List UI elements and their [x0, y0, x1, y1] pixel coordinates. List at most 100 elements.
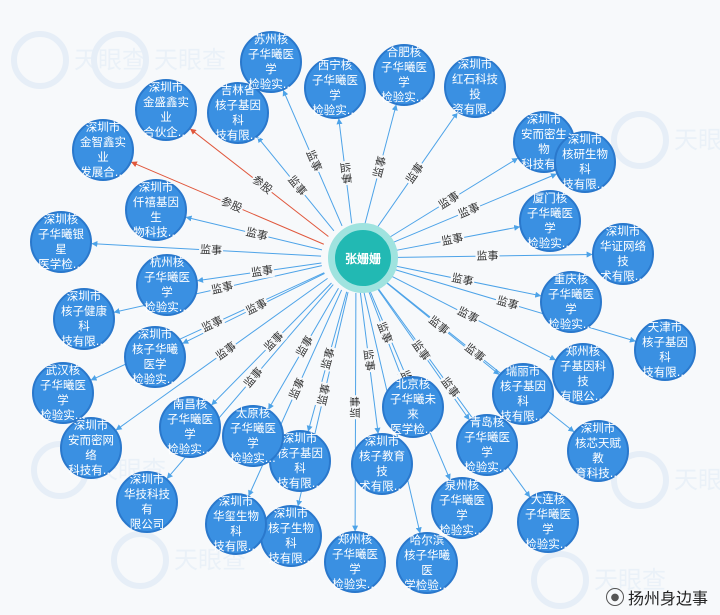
- company-node[interactable]: 深圳市 核子生物科 技有限...: [260, 505, 322, 567]
- edge-label-text: 监事: [440, 231, 464, 248]
- company-node[interactable]: 南昌核 子华曦医学 检验实...: [159, 396, 221, 458]
- edge-label: 监事: [285, 374, 309, 403]
- company-name: 深圳市 核子生物科 技有限...: [268, 506, 314, 565]
- company-name: 武汉核 子华曦医学 检验实...: [40, 363, 86, 422]
- edge-label: 监事: [212, 338, 240, 364]
- company-name: 深圳市 华玺生物科 技有限...: [213, 494, 259, 553]
- company-name: 北京核 子华曦未来 医学检...: [390, 377, 436, 436]
- company-node[interactable]: 深圳市 华技科技有 限公司: [116, 471, 178, 533]
- company-node[interactable]: 深圳核 子华曦银星 医学检...: [30, 211, 92, 273]
- edge-label: 监事: [348, 395, 363, 420]
- edge-label: 监事: [461, 339, 489, 366]
- wechat-icon: ●: [605, 588, 624, 606]
- company-name: 苏州核 子华曦医学 检验实...: [248, 32, 294, 91]
- company-node[interactable]: 大连核 子华曦医学 检验实...: [517, 491, 579, 553]
- edge-label-text: 监事: [250, 263, 274, 279]
- edge-label-text: 监事: [338, 161, 354, 184]
- company-name: 深圳市 核子华曦医学 检验实...: [132, 327, 178, 386]
- company-node[interactable]: 深圳市 安而密生物 科技有...: [513, 111, 575, 173]
- company-node[interactable]: 深圳市 核子华曦医学 检验实...: [124, 326, 186, 388]
- company-node[interactable]: 深圳市 华证网络技 术有限...: [592, 223, 654, 285]
- company-node[interactable]: 吉林省 核子基因科 技有限...: [207, 82, 269, 144]
- edge-label-text: 监事: [319, 346, 337, 371]
- edge-label: 监事: [402, 159, 428, 188]
- company-name: 深圳市 金盛鑫实业 合伙企...: [143, 80, 189, 139]
- edge-label-text: 监事: [315, 382, 333, 406]
- edge-label: 参股: [248, 172, 276, 198]
- company-node[interactable]: 哈尔滨 核子华曦医 学检验...: [396, 532, 458, 594]
- company-name: 大连核 子华曦医学 检验实...: [525, 492, 571, 551]
- edge-label: 监事: [284, 172, 311, 200]
- company-node[interactable]: 深圳市 核子教育技 术有限...: [351, 433, 413, 495]
- company-name: 杭州核 子华曦医学 检验实...: [144, 255, 190, 314]
- edge-label: 监事: [337, 160, 354, 186]
- company-node[interactable]: 重庆核 子华曦医学 检验实...: [540, 271, 602, 333]
- company-node[interactable]: 西宁核 子华曦医学 检验实...: [304, 57, 366, 119]
- edge-label: 监事: [318, 345, 339, 373]
- edge-label: 监事: [360, 347, 378, 373]
- edge-label: 监事: [408, 336, 434, 365]
- company-name: 深圳市 核子教育技 术有限...: [359, 434, 405, 493]
- edge-label-text: 监事: [200, 243, 223, 257]
- company-name: 太原核 子华曦医学 检验实...: [230, 406, 276, 465]
- company-node[interactable]: 深圳市 核芯天赋教 育科技...: [567, 420, 629, 482]
- company-name: 深圳市 红石科技投 资有限...: [452, 57, 498, 116]
- company-name: 合肥核 子华曦医学 检验实...: [381, 45, 427, 104]
- company-node[interactable]: 深圳市 仟禧基因生 物科技...: [125, 179, 187, 241]
- company-name: 深圳市 华证网络技 术有限...: [600, 224, 646, 283]
- company-name: 深圳市 华技科技有 限公司: [124, 472, 170, 531]
- company-node[interactable]: 杭州核 子华曦医学 检验实...: [136, 254, 198, 316]
- company-node[interactable]: 泉州核 子华曦医学 检验实...: [431, 477, 493, 539]
- company-node[interactable]: 郑州核 子华曦医学 检验实...: [324, 531, 386, 593]
- company-name: 深圳市 安而密网络 科技有...: [68, 418, 114, 477]
- company-node[interactable]: 深圳市 金智鑫实业 发展合...: [72, 119, 134, 181]
- edge-label: 监事: [208, 278, 236, 298]
- company-name: 厦门核 子华曦医学 检验实...: [527, 191, 573, 250]
- company-node[interactable]: 苏州核 子华曦医学 检验实...: [240, 31, 302, 93]
- company-name: 深圳市 核子健康科 技有限...: [61, 289, 107, 348]
- company-name: 重庆核 子华曦医学 检验实...: [548, 272, 594, 331]
- company-node[interactable]: 深圳市 核子健康科 技有限...: [53, 288, 115, 350]
- center-person-node[interactable]: 张姗姗: [328, 223, 398, 293]
- company-node[interactable]: 深圳市 金盛鑫实业 合伙企...: [135, 79, 197, 141]
- company-name: 郑州核 子基因科技 有限公...: [560, 344, 606, 403]
- edge-label: 监事: [494, 292, 522, 314]
- edge-label-text: 监事: [476, 249, 498, 262]
- edge-label-text: 参股: [250, 172, 276, 197]
- company-name: 瑞丽市 核子基因科 技有限...: [500, 364, 546, 423]
- company-name: 青岛核 子华曦医学 检验实...: [464, 415, 510, 474]
- edge-label-text: 监事: [349, 396, 362, 418]
- company-name: 西宁核 子华曦医学 检验实...: [312, 58, 358, 117]
- edge-label: 监事: [243, 224, 271, 244]
- company-node[interactable]: 郑州核 子基因科技 有限公...: [552, 343, 614, 405]
- company-name: 深圳市 核芯天赋教 育科技...: [575, 421, 621, 480]
- company-node[interactable]: 深圳市 华玺生物科 技有限...: [205, 493, 267, 555]
- company-name: 深圳市 核研生物科 技有限...: [562, 132, 608, 191]
- edge-label: 监事: [314, 381, 334, 408]
- company-node[interactable]: 深圳市 安而密网络 科技有...: [60, 417, 122, 479]
- company-name: 泉州核 子华曦医学 检验实...: [439, 478, 485, 537]
- company-node[interactable]: 太原核 子华曦医学 检验实...: [222, 405, 284, 467]
- edge-label: 监事: [302, 147, 326, 175]
- edge-label: 参股: [217, 194, 246, 217]
- company-node[interactable]: 深圳市 核研生物科 技有限...: [554, 131, 616, 193]
- company-node[interactable]: 天津市 核子基因科 技有限...: [634, 319, 696, 381]
- edge-label-text: 监事: [210, 279, 234, 296]
- company-node[interactable]: 武汉核 子华曦医学 检验实...: [32, 362, 94, 424]
- company-name: 深圳核 子华曦银星 医学检...: [38, 212, 84, 271]
- company-node[interactable]: 北京核 子华曦未来 医学检...: [382, 376, 444, 438]
- company-name: 南昌核 子华曦医学 检验实...: [167, 397, 213, 456]
- edge-label-text: 监事: [361, 348, 377, 371]
- edge-label: 监事: [249, 262, 275, 281]
- company-node[interactable]: 厦门核 子华曦医学 检验实...: [519, 190, 581, 252]
- edge-label: 监事: [198, 242, 224, 258]
- company-name: 郑州核 子华曦医学 检验实...: [332, 532, 378, 591]
- company-name: 深圳市 仟禧基因生 物科技...: [133, 180, 179, 239]
- company-node[interactable]: 合肥核 子华曦医学 检验实...: [373, 44, 435, 106]
- company-node[interactable]: 深圳市 红石科技投 资有限...: [444, 56, 506, 118]
- edge-label: 监事: [292, 332, 317, 361]
- company-node[interactable]: 青岛核 子华曦医学 检验实...: [456, 414, 518, 476]
- company-name: 深圳市 金智鑫实业 发展合...: [80, 120, 126, 179]
- company-node[interactable]: 瑞丽市 核子基因科 技有限...: [492, 363, 554, 425]
